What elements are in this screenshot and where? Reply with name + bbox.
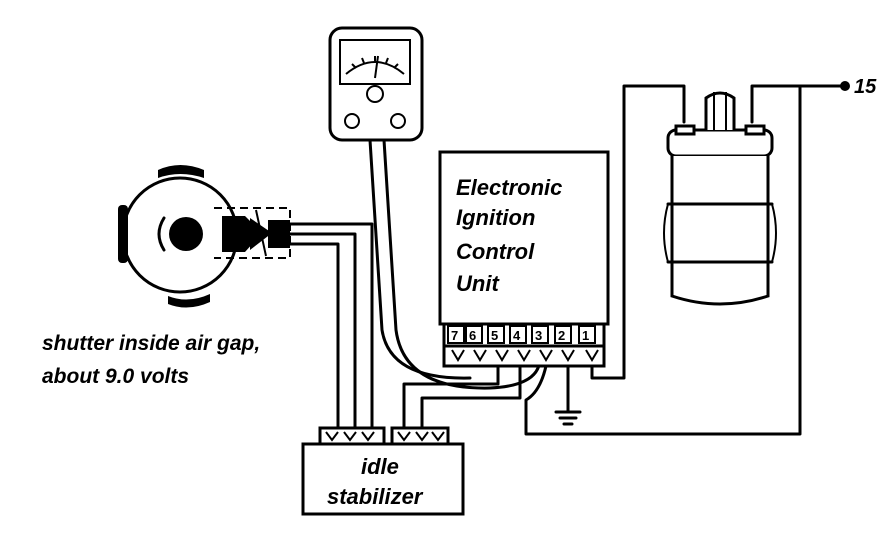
distributor-icon [118, 165, 291, 308]
idle-stabilizer-label-2: stabilizer [327, 484, 424, 509]
voltmeter-lead-1 [368, 138, 472, 380]
terminal15-wire [750, 84, 845, 124]
terminal-15-label: 15 [854, 76, 877, 98]
pin-4: 4 [513, 328, 521, 343]
shutter-note-line-1: shutter inside air gap, [42, 332, 260, 355]
pin-3: 3 [535, 328, 542, 343]
pin-6: 6 [469, 328, 476, 343]
pin-5: 5 [491, 328, 498, 343]
control-unit-label-2: Ignition [456, 205, 535, 230]
sender-wire-2 [288, 232, 357, 434]
idle-stabilizer: idle stabilizer [301, 426, 465, 516]
control-unit-connector: 7 6 5 4 3 2 1 [442, 322, 606, 368]
ground-icon [554, 410, 582, 426]
pin5-wire [402, 364, 500, 434]
sender-wire-3 [288, 242, 340, 434]
pin-1: 1 [582, 328, 589, 343]
idle-stabilizer-label-1: idle [361, 454, 399, 479]
pin3-wire [524, 84, 802, 436]
control-unit: Electronic Ignition Control Unit [438, 150, 610, 326]
voltmeter-icon [328, 26, 424, 142]
control-unit-label-3: Control [456, 239, 535, 264]
pin-7: 7 [451, 328, 458, 343]
control-unit-label-4: Unit [456, 271, 500, 296]
terminal-15-dot [840, 81, 850, 91]
control-unit-label-1: Electronic [456, 175, 562, 200]
ignition-coil-icon [663, 91, 777, 306]
voltmeter-lead-2 [382, 138, 542, 390]
pin4-wire [420, 364, 522, 434]
pin1-coil-wire [590, 84, 686, 380]
shutter-note-line-2: about 9.0 volts [42, 365, 189, 388]
sender-wire-1 [288, 222, 374, 434]
pin-2: 2 [558, 328, 565, 343]
